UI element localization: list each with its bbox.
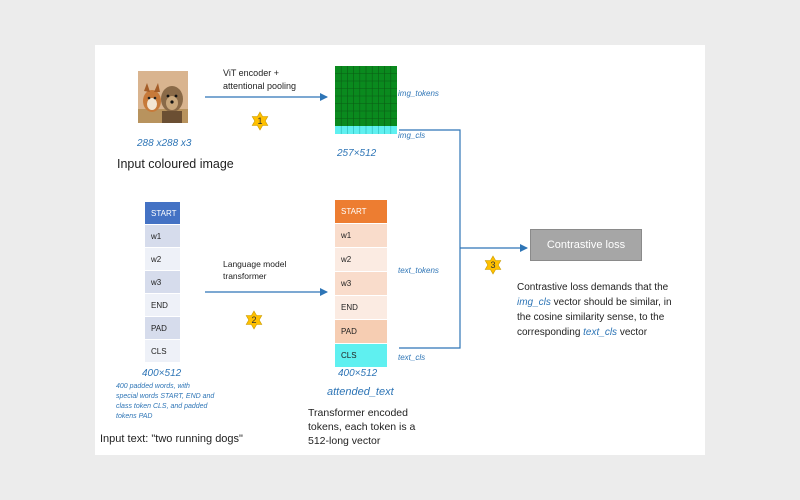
image-caption: Input coloured image bbox=[117, 157, 234, 171]
step-2-badge: 2 bbox=[244, 310, 264, 330]
step-2-number: 2 bbox=[251, 315, 257, 325]
image-dims: 288 x288 x3 bbox=[137, 138, 192, 149]
text-tokens-label: text_tokens bbox=[398, 266, 439, 275]
step-1-badge: 1 bbox=[250, 111, 270, 131]
output-token-pad: PAD bbox=[335, 320, 387, 344]
input-token-w2: w2 bbox=[145, 248, 180, 271]
input-dims: 400×512 bbox=[142, 368, 182, 379]
loss-description: Contrastive loss demands that the img_cl… bbox=[517, 280, 672, 340]
img-cls-label: img_cls bbox=[398, 131, 426, 140]
loss-desc-img-cls: img_cls bbox=[517, 297, 551, 308]
step-3-badge: 3 bbox=[483, 255, 503, 275]
img-tokens-grid bbox=[335, 66, 397, 134]
input-note-3: class token CLS, and padded bbox=[116, 403, 208, 410]
loss-desc-line-2-rest: vector should be similar, in bbox=[550, 297, 672, 308]
output-token-start: START bbox=[335, 200, 387, 224]
encoder-label-1: ViT encoder + bbox=[223, 68, 279, 78]
output-caption-1: Transformer encoded bbox=[308, 407, 408, 419]
loss-desc-line-1: Contrastive loss demands that the bbox=[517, 282, 669, 293]
output-token-w3: w3 bbox=[335, 272, 387, 296]
img-cls-connector bbox=[399, 129, 461, 248]
loss-desc-line-4: corresponding text_cls vector bbox=[517, 325, 672, 340]
diagram-slide: 288 x288 x3 Input coloured image ViT enc… bbox=[95, 45, 705, 455]
step-1-number: 1 bbox=[257, 116, 263, 126]
output-caption-2: tokens, each token is a bbox=[308, 421, 416, 433]
transformer-label-1: Language model bbox=[223, 259, 287, 269]
input-token-pad: PAD bbox=[145, 317, 180, 340]
output-name: attended_text bbox=[327, 386, 394, 398]
output-dims: 400×512 bbox=[338, 368, 378, 379]
img-tokens-label: img_tokens bbox=[398, 89, 439, 98]
input-image bbox=[138, 71, 188, 123]
input-token-start: START bbox=[145, 202, 180, 225]
text-cls-label: text_cls bbox=[398, 353, 426, 362]
input-token-end: END bbox=[145, 294, 180, 317]
input-token-w3: w3 bbox=[145, 271, 180, 294]
loss-desc-line-3: the cosine similarity sense, to the bbox=[517, 312, 665, 323]
text-cls-connector bbox=[399, 248, 461, 349]
step-3-number: 3 bbox=[490, 260, 496, 270]
input-token-w1: w1 bbox=[145, 225, 180, 248]
output-token-cls: CLS bbox=[335, 344, 387, 368]
loss-desc-line-4-pre: corresponding bbox=[517, 327, 584, 338]
loss-desc-line-4-post: vector bbox=[617, 327, 648, 338]
connector-arrows bbox=[205, 93, 528, 349]
output-token-end: END bbox=[335, 296, 387, 320]
input-note-4: tokens PAD bbox=[116, 413, 153, 420]
contrastive-loss-box: Contrastive loss bbox=[530, 229, 642, 261]
input-note-1: 400 padded words, with bbox=[116, 383, 190, 390]
contrastive-loss-label: Contrastive loss bbox=[546, 239, 626, 251]
encoder-label-2: attentional pooling bbox=[223, 81, 297, 91]
output-token-w1: w1 bbox=[335, 224, 387, 248]
grid-dims: 257×512 bbox=[337, 148, 377, 159]
loss-desc-text-cls: text_cls bbox=[583, 327, 618, 338]
output-token-w2: w2 bbox=[335, 248, 387, 272]
transformer-label-2: transformer bbox=[223, 271, 267, 281]
input-note-2: special words START, END and bbox=[116, 393, 215, 400]
input-text-caption: Input text: "two running dogs" bbox=[100, 433, 243, 445]
loss-desc-line-2: img_cls vector should be similar, in bbox=[517, 295, 672, 310]
output-caption-3: 512-long vector bbox=[308, 435, 381, 447]
input-token-cls: CLS bbox=[145, 340, 180, 363]
